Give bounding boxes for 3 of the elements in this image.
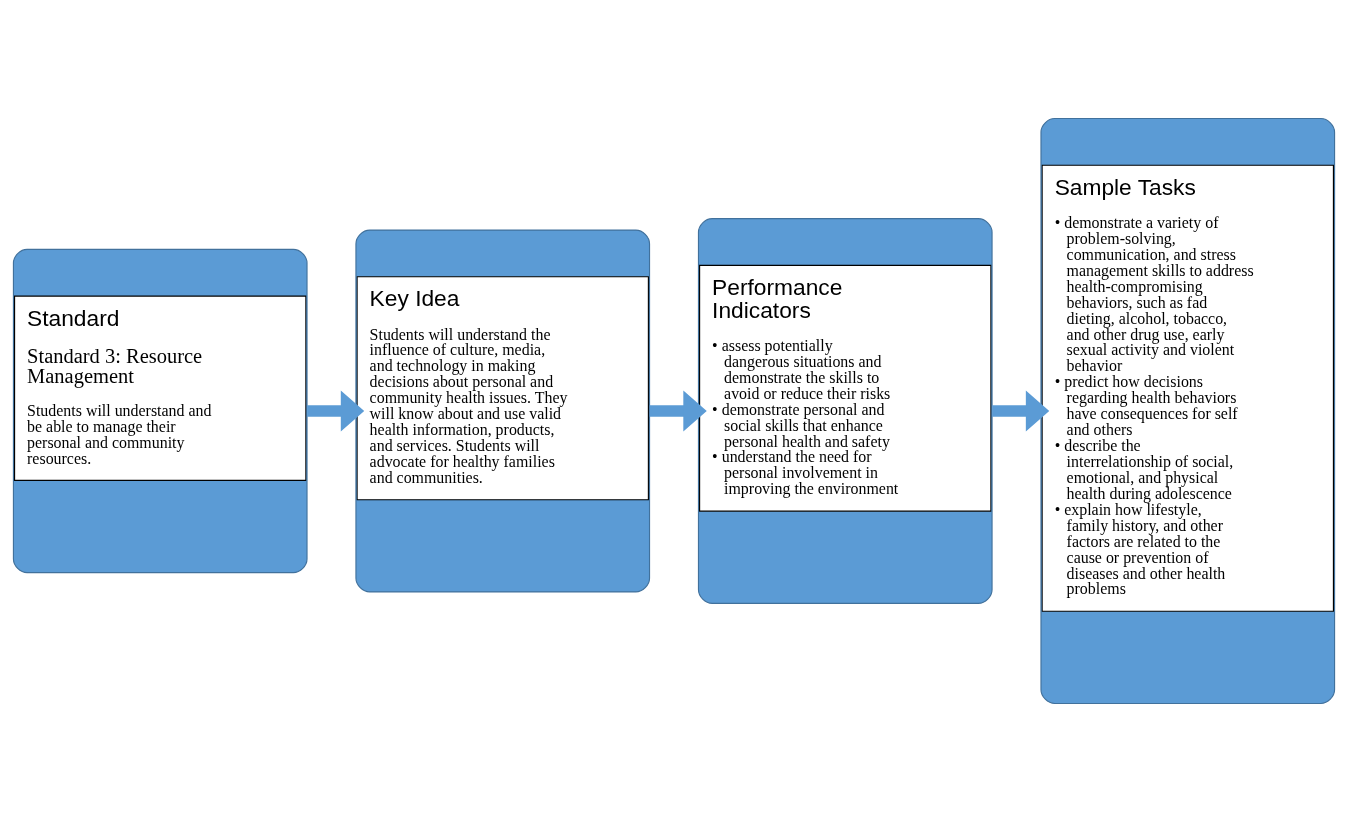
arrow bbox=[992, 390, 1050, 432]
arrow bbox=[649, 390, 707, 432]
arrow bbox=[307, 390, 365, 432]
